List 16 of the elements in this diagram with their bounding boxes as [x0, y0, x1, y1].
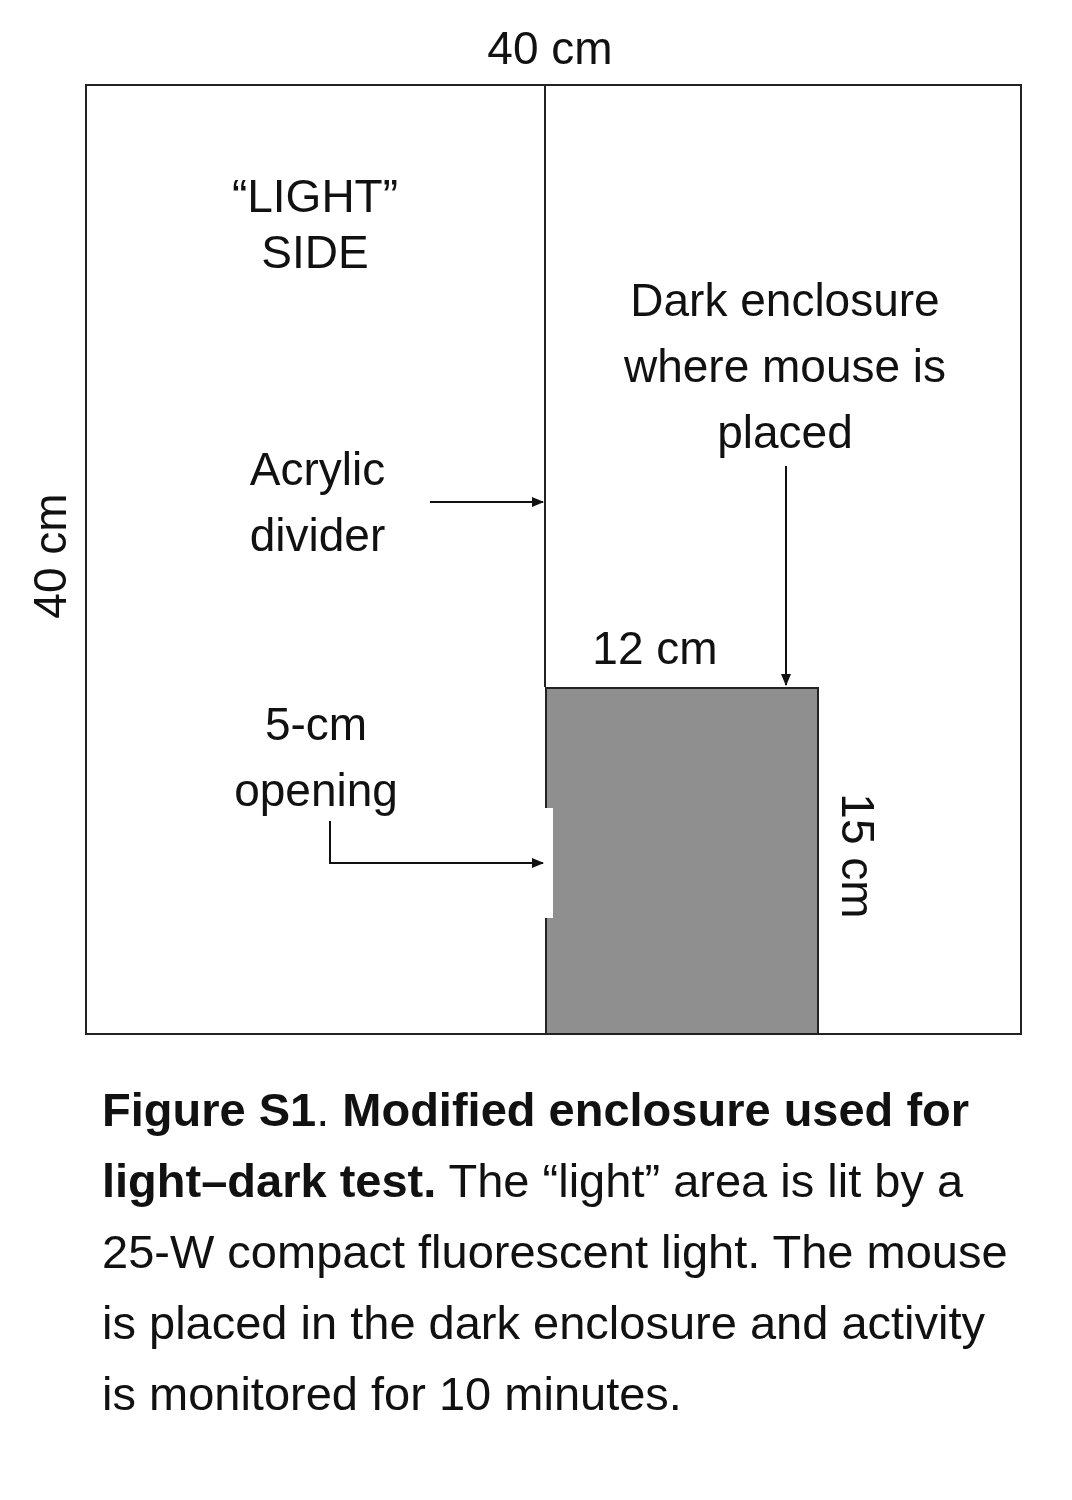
dimension-label: 15 cm — [831, 792, 885, 921]
annotation-label: Dark enclosure where mouse is placed — [570, 266, 1000, 466]
dark-enclosure — [545, 687, 819, 1035]
enclosure-outline — [85, 84, 1022, 1035]
opening-gap — [544, 808, 553, 918]
dimension-label: 12 cm — [591, 621, 719, 676]
area-label: “LIGHT” SIDE — [230, 169, 400, 280]
leader-arrow — [429, 497, 544, 507]
figure-caption: Figure S1. Modified enclosure used for light–dark test. The “light” area is lit by a 25-W compact fluorescent light. The mouse is placed in the dark enclosure and activity is monitored for 10 minutes. — [102, 1082, 1009, 1422]
leader-arrow — [781, 465, 791, 686]
dimension-label: 40 cm — [486, 21, 614, 76]
leader-arrow — [329, 820, 544, 868]
annotation-label: Acrylic divider — [205, 437, 430, 567]
annotation-label: 5-cm opening — [190, 693, 442, 821]
divider-line — [544, 84, 546, 687]
dimension-label: 40 cm — [23, 492, 77, 621]
